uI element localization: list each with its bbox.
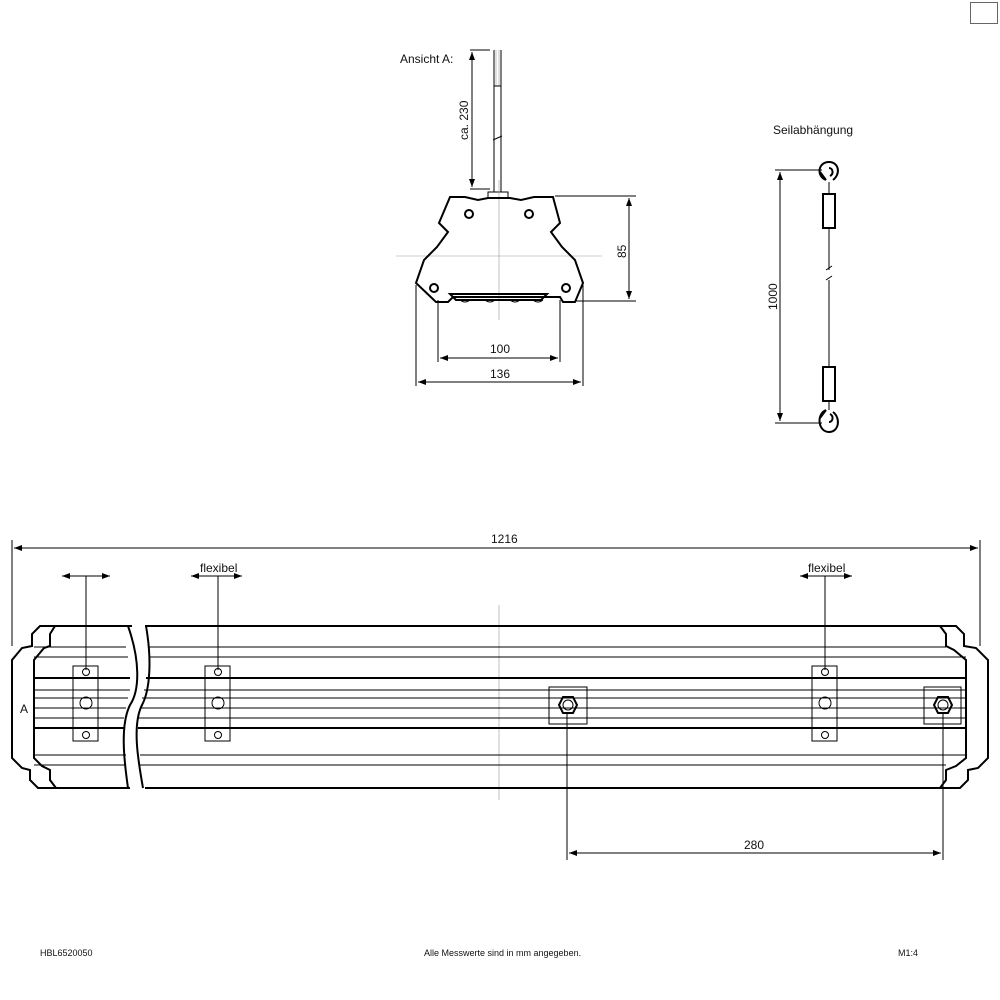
- end-view-title: Ansicht A:: [400, 52, 453, 66]
- mounting-bracket: [72, 665, 99, 742]
- suspension-title: Seilabhängung: [773, 123, 853, 137]
- height-label: 85: [615, 244, 629, 258]
- cable: [487, 50, 509, 199]
- side-view: 1216 flexibel flexibel A: [11, 532, 989, 860]
- flex-label-left: flexibel: [200, 561, 237, 575]
- view-marker-a: A: [20, 702, 28, 716]
- luminaire-profile: [414, 196, 585, 303]
- outer-width-label: 136: [490, 367, 510, 381]
- end-view: Ansicht A: ca. 230 85: [396, 49, 636, 386]
- mounting-bracket: [811, 665, 838, 742]
- mounting-bracket: [204, 665, 231, 742]
- cable-length-label: ca. 230: [457, 100, 471, 140]
- suspension-bolt: [548, 686, 588, 725]
- bolt-spacing-label: 280: [744, 838, 764, 852]
- article-number: HBL6520050: [40, 948, 93, 958]
- total-length-label: 1216: [491, 532, 518, 546]
- scale-label: M1:4: [898, 948, 918, 958]
- corner-box: [970, 2, 998, 24]
- inner-width-label: 100: [490, 342, 510, 356]
- measurement-note: Alle Messwerte sind in mm angegeben.: [424, 948, 581, 958]
- suspension-length-label: 1000: [766, 283, 780, 310]
- wire-suspension: Seilabhängung 1000: [766, 123, 853, 434]
- flex-label-right: flexibel: [808, 561, 845, 575]
